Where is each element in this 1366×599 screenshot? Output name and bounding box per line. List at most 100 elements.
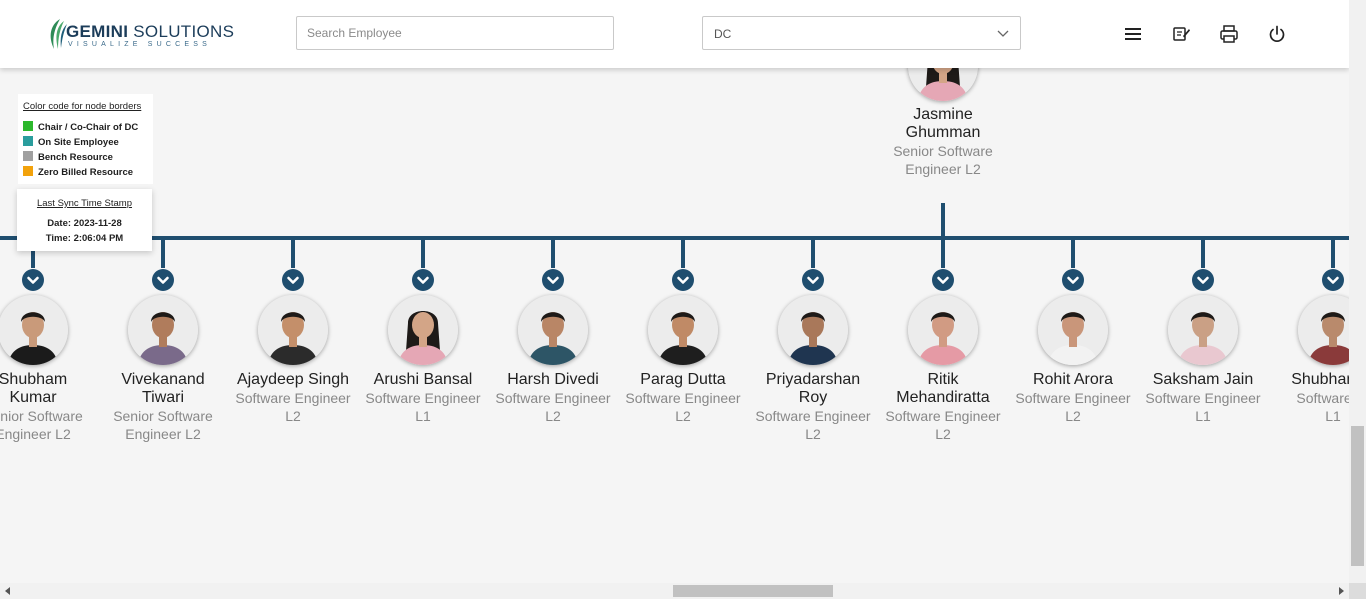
employee-name: Ritik (927, 371, 959, 388)
employee-avatar[interactable] (1298, 295, 1349, 365)
employee-designation: L1 (1325, 408, 1341, 424)
legend-title: Color code for node borders (23, 101, 142, 112)
expand-toggle-button[interactable] (152, 269, 174, 291)
chevron-down-icon (27, 276, 39, 284)
edit-icon[interactable] (1171, 24, 1191, 44)
legend-swatch (23, 136, 33, 146)
expand-toggle-button[interactable] (1322, 269, 1344, 291)
employee-designation: L2 (935, 426, 951, 442)
expand-toggle-button[interactable] (282, 269, 304, 291)
logo-leaf-icon (50, 19, 67, 49)
expand-toggle-button[interactable] (672, 269, 694, 291)
chevron-down-icon (807, 276, 819, 284)
chevron-down-icon (997, 30, 1009, 37)
company-logo[interactable]: GEMINI SOLUTIONS VISUALIZE SUCCESS (46, 16, 234, 52)
employee-designation: L2 (545, 408, 561, 424)
employee-name: Arushi Bansal (373, 371, 473, 388)
legend-swatch (23, 166, 33, 176)
employee-designation: Software Engineer (1145, 390, 1261, 406)
employee-name: Shubham V (1291, 371, 1349, 388)
employee-avatar[interactable] (778, 295, 848, 365)
expand-toggle-button[interactable] (22, 269, 44, 291)
employee-designation: Software Engineer (755, 408, 871, 424)
employee-avatar[interactable] (908, 295, 978, 365)
legend-swatch (23, 121, 33, 131)
employee-designation: Engineer L2 (905, 161, 981, 177)
logo-brand-rest: SOLUTIONS (133, 22, 235, 41)
expand-toggle-button[interactable] (1192, 269, 1214, 291)
employee-designation: L2 (805, 426, 821, 442)
sync-title: Last Sync Time Stamp (36, 198, 133, 209)
employee-node[interactable]: Shubham V Software Er L1 (1271, 371, 1349, 425)
vertical-scrollbar-thumb[interactable] (1351, 426, 1364, 566)
employee-name: Harsh Divedi (507, 371, 599, 388)
scrollbar-corner (1349, 583, 1366, 599)
employee-designation: L1 (1195, 408, 1211, 424)
logo-brand: GEMINI (66, 22, 129, 41)
employee-designation: L2 (285, 408, 301, 424)
chevron-down-icon (937, 276, 949, 284)
sync-time: Time: 2:06:04 PM (45, 233, 124, 244)
app-header: GEMINI SOLUTIONS VISUALIZE SUCCESS DC (0, 0, 1349, 68)
chevron-down-icon (677, 276, 689, 284)
chevron-down-icon (287, 276, 299, 284)
employee-designation: L1 (415, 408, 431, 424)
employee-avatar[interactable] (0, 295, 68, 365)
expand-toggle-button[interactable] (542, 269, 564, 291)
chevron-down-icon (1067, 276, 1079, 284)
employee-avatar[interactable] (1038, 295, 1108, 365)
department-select[interactable]: DC (702, 16, 1021, 50)
expand-toggle-button[interactable] (412, 269, 434, 291)
horizontal-scrollbar-thumb[interactable] (673, 585, 833, 597)
chevron-down-icon (417, 276, 429, 284)
expand-toggle-button[interactable] (1062, 269, 1084, 291)
employee-name: Ajaydeep Singh (236, 371, 350, 388)
employee-designation: L2 (1065, 408, 1081, 424)
employee-name: Kumar (9, 389, 57, 406)
logo-tagline: VISUALIZE SUCCESS (68, 41, 211, 48)
employee-designation: Engineer L2 (0, 426, 71, 442)
employee-designation: Software Engineer (1015, 390, 1131, 406)
print-icon[interactable] (1219, 24, 1239, 44)
menu-icon[interactable] (1123, 24, 1143, 44)
employee-avatar[interactable] (258, 295, 328, 365)
employee-name: Vivekanand (121, 371, 205, 388)
employee-name: Mehandiratta (896, 389, 990, 406)
employee-designation: Software Engineer (625, 390, 741, 406)
employee-name: Rohit Arora (1032, 371, 1114, 388)
scroll-left-arrow-icon[interactable] (4, 587, 12, 595)
chevron-down-icon (1197, 276, 1209, 284)
employee-name: Priyadarshan (765, 371, 861, 388)
expand-toggle-button[interactable] (932, 269, 954, 291)
employee-avatar[interactable] (128, 295, 198, 365)
employee-designation: Software Engineer (235, 390, 351, 406)
legend-item-onsite: On Site Employee (23, 136, 119, 148)
power-icon[interactable] (1267, 24, 1287, 44)
employee-avatar[interactable] (648, 295, 718, 365)
scroll-right-arrow-icon[interactable] (1337, 587, 1345, 595)
employee-avatar[interactable] (1168, 295, 1238, 365)
employee-designation: Software Er (1296, 390, 1349, 406)
employee-designation: Software Engineer (495, 390, 611, 406)
expand-toggle-button[interactable] (802, 269, 824, 291)
employee-name: Jasmine (913, 106, 973, 123)
employee-avatar[interactable] (518, 295, 588, 365)
org-tree-connectors (0, 203, 1349, 268)
employee-designation: Senior Software (0, 408, 83, 424)
search-employee-input[interactable] (296, 16, 614, 50)
department-select-value: DC (714, 27, 732, 41)
employee-avatar[interactable] (388, 295, 458, 365)
chevron-down-icon (547, 276, 559, 284)
